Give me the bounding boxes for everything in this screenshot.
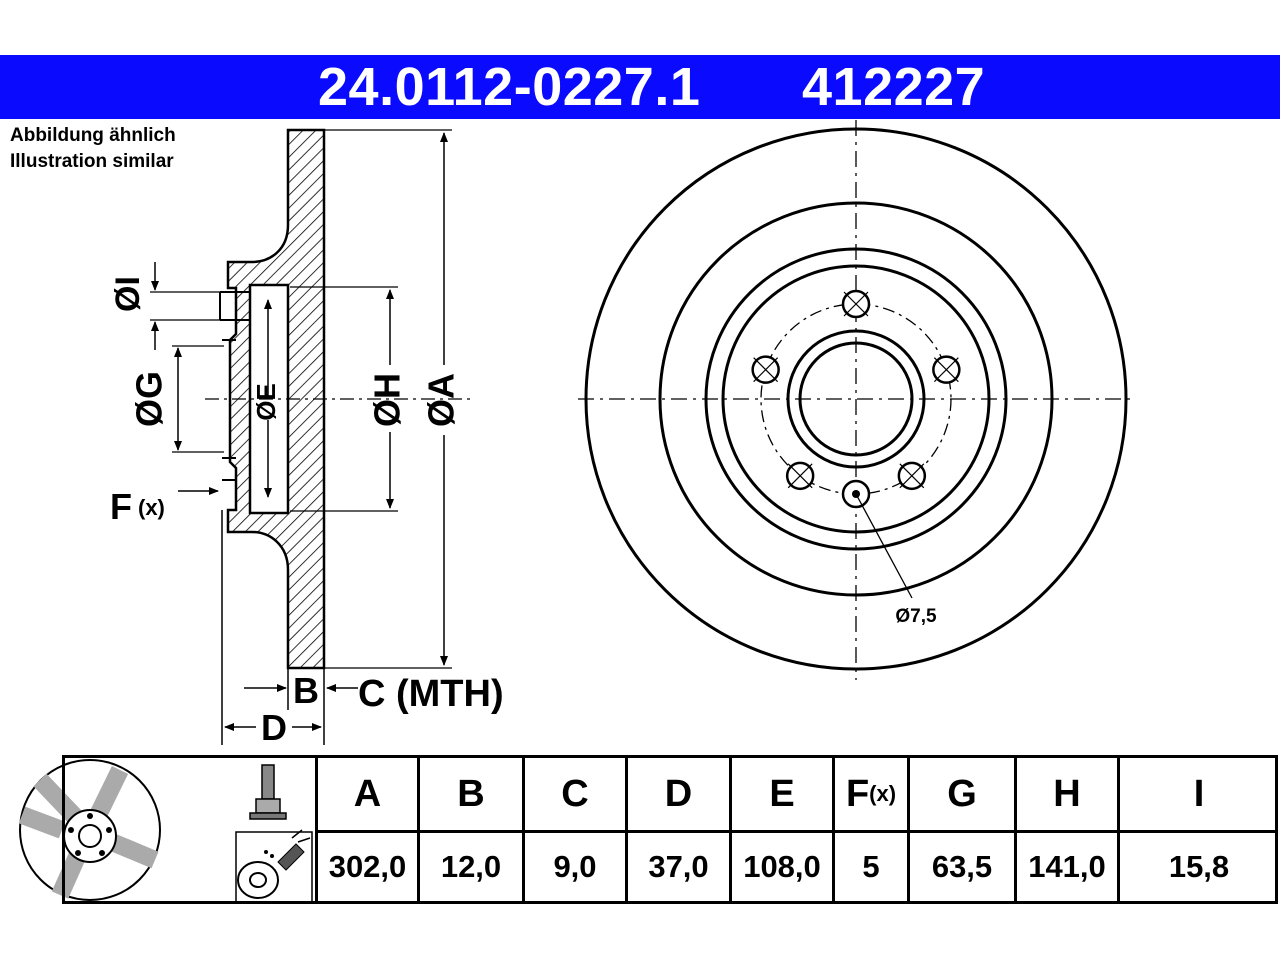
table-column-divider	[729, 758, 732, 901]
table-value-cell: 302,0	[328, 849, 407, 884]
table-column-divider	[315, 758, 318, 901]
table-header-cell: F(x)	[835, 758, 907, 830]
table-value-cell: 108,0	[743, 849, 821, 884]
table-column-divider	[522, 758, 525, 901]
table-value-cell: 141,0	[1028, 849, 1106, 884]
center-bore-inner	[798, 341, 914, 457]
bolt-icon	[249, 764, 287, 820]
table-column-divider	[907, 758, 910, 901]
table-column-divider	[625, 758, 628, 901]
table-header-cell: G	[910, 758, 1014, 830]
note-line-en: Illustration similar	[10, 151, 174, 172]
label-b: B	[293, 670, 319, 711]
label-f-sub: (x)	[138, 495, 165, 520]
table-column-divider	[417, 758, 420, 901]
bolt-circle	[760, 303, 952, 495]
disc-front-view: Ø7,5	[578, 120, 1135, 680]
part-number: 24.0112-0227.1	[318, 57, 701, 117]
header-bar: 24.0112-0227.1 412227	[0, 55, 1280, 119]
hat-step-edge	[721, 264, 991, 534]
table-header-label: A	[353, 772, 382, 815]
disc-thumbnail-icon	[18, 759, 161, 901]
spec-table: A 302,0 B 12,0 C 9,0 D 37,0 E 108,0 F(x) 5 G 63,5 H 141…	[62, 755, 1278, 904]
table-header-cell: I	[1120, 758, 1278, 830]
label-dia-e: ØE	[251, 383, 281, 421]
table-header-label: F	[845, 772, 870, 815]
table-header-label: E	[769, 772, 795, 815]
hole-dia-label: Ø7,5	[895, 606, 937, 627]
illustration-note: Abbildung ähnlich Illustration similar	[10, 123, 176, 175]
table-header-label: C	[561, 772, 589, 815]
table-header-label: G	[947, 772, 977, 815]
ref-number: 412227	[802, 57, 986, 117]
table-value-cell: 37,0	[648, 849, 709, 884]
center-bore-outer	[786, 329, 926, 469]
table-value-cell: 15,8	[1168, 849, 1230, 884]
cleaning-spray-icon	[235, 829, 313, 903]
label-dia-g: ØG	[129, 371, 170, 427]
table-header-cell: B	[420, 758, 522, 830]
table-header-cell: A	[318, 758, 417, 830]
outer-edge	[584, 127, 1128, 671]
disc-cross-section: ØI ØG ØE ØH ØA F (x) B C (MTH)	[109, 128, 504, 748]
label-d: D	[261, 707, 287, 748]
label-dia-h: ØH	[367, 373, 408, 427]
table-value-cell: 5	[862, 849, 880, 884]
label-dia-i: ØI	[109, 276, 147, 312]
bolt-holes	[751, 289, 961, 509]
table-row-divider	[315, 830, 1275, 833]
note-line-de: Abbildung ähnlich	[10, 125, 176, 146]
table-header-label: B	[457, 772, 485, 815]
table-header-label: H	[1053, 772, 1081, 815]
table-column-divider	[832, 758, 835, 901]
friction-inner-edge	[658, 201, 1054, 597]
table-header-cell: C	[525, 758, 625, 830]
table-header-label: I	[1193, 772, 1205, 815]
table-header-label: D	[664, 772, 693, 815]
table-value-cell: 63,5	[931, 849, 993, 884]
table-header-sub: (x)	[869, 781, 897, 806]
table-column-divider	[1117, 758, 1120, 901]
hat-outer-edge	[704, 247, 1008, 551]
label-c-mth: C (MTH)	[358, 673, 504, 715]
table-value-cell: 9,0	[553, 849, 597, 884]
table-header-cell: E	[732, 758, 832, 830]
label-f: F	[110, 486, 132, 527]
table-header-cell: H	[1017, 758, 1117, 830]
table-value-cell: 12,0	[440, 849, 502, 884]
table-header-cell: D	[628, 758, 729, 830]
table-column-divider	[1014, 758, 1017, 901]
label-dia-a: ØA	[421, 373, 462, 427]
